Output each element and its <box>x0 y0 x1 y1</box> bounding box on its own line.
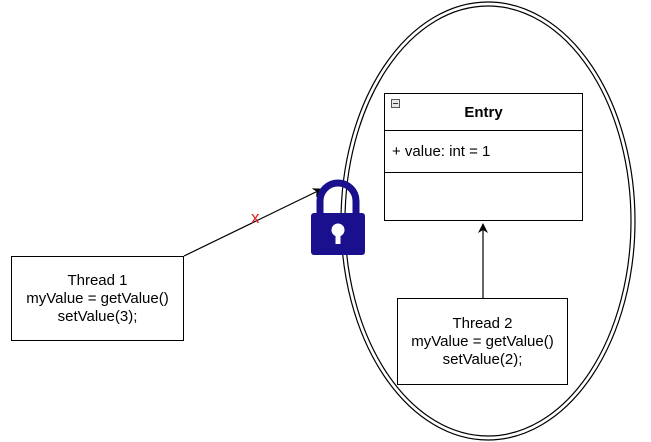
entry-methods <box>385 173 582 220</box>
entry-class-name: Entry <box>464 103 503 121</box>
padlock-icon <box>311 179 365 255</box>
blocked-mark: x <box>251 208 260 227</box>
thread1-box: Thread 1 myValue = getValue() setValue(3… <box>11 256 184 341</box>
entry-attribute-value: + value: int = 1 <box>392 143 491 160</box>
thread2-title: Thread 2 <box>452 314 513 332</box>
thread1-line1: myValue = getValue() <box>26 289 169 307</box>
thread1-line2: setValue(3); <box>57 307 138 325</box>
entry-class-header: Entry <box>385 94 582 131</box>
thread1-access-arrow <box>183 188 323 257</box>
collapse-icon[interactable] <box>391 99 400 108</box>
thread2-box: Thread 2 myValue = getValue() setValue(2… <box>397 298 568 385</box>
entry-class-box: Entry + value: int = 1 <box>384 93 583 221</box>
thread2-line2: setValue(2); <box>442 350 523 368</box>
thread2-line1: myValue = getValue() <box>411 332 554 350</box>
entry-attributes: + value: int = 1 <box>385 131 582 173</box>
thread1-title: Thread 1 <box>67 271 128 289</box>
